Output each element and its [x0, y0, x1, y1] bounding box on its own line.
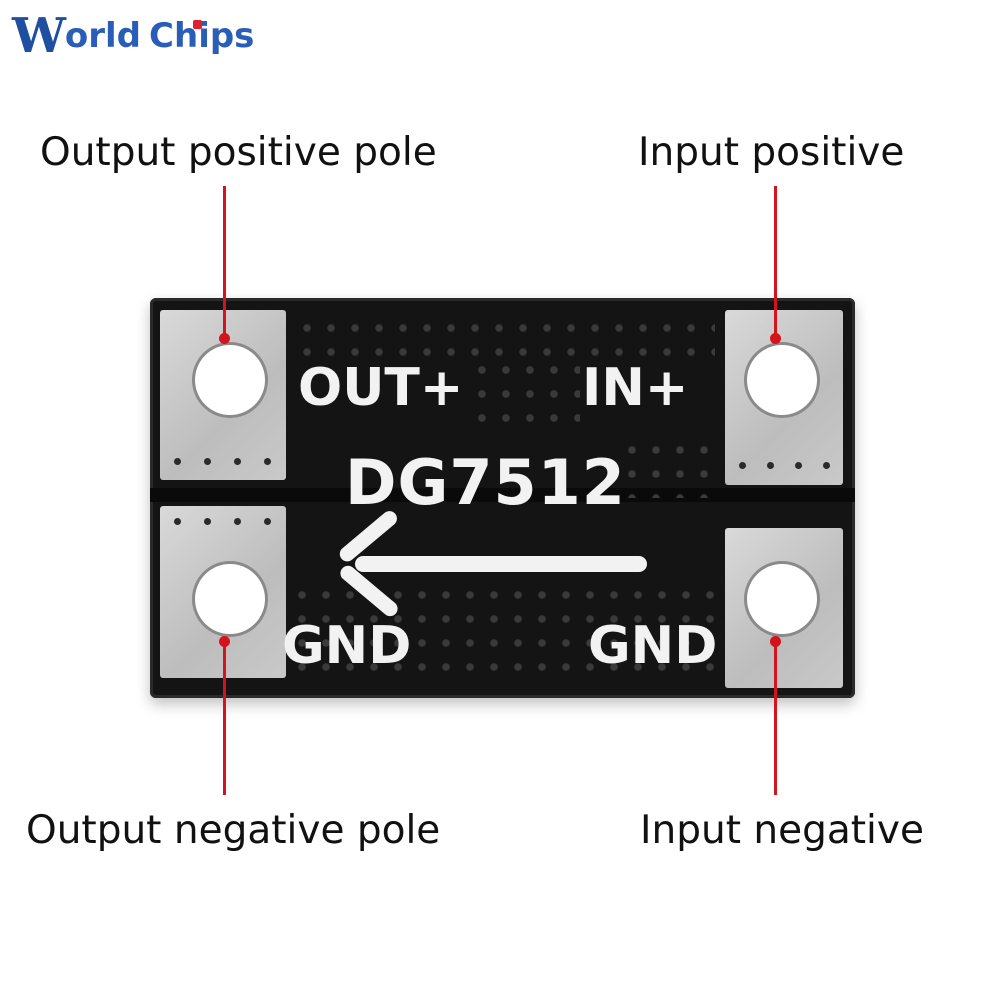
silk-model-number: DG7512	[345, 446, 626, 519]
logo-text-world: orld	[64, 16, 142, 56]
pad-via	[264, 458, 271, 465]
pad-via	[767, 462, 774, 469]
logo-dot-icon	[193, 20, 203, 29]
via-field-middle	[470, 358, 580, 438]
leader-line-input-negative	[774, 640, 777, 795]
pad-via	[204, 458, 211, 465]
label-input-positive: Input positive	[638, 130, 905, 175]
mount-hole-input-negative	[747, 564, 817, 634]
leader-line-input-positive	[774, 186, 777, 336]
logo-letter-w: W	[12, 8, 66, 64]
label-output-positive: Output positive pole	[40, 130, 437, 175]
pad-via	[234, 518, 241, 525]
pad-input-negative	[725, 528, 843, 688]
silk-out-plus: OUT+	[298, 358, 464, 418]
pad-via	[234, 458, 241, 465]
leader-dot-input-positive	[770, 333, 781, 344]
flow-arrow-shaft	[355, 556, 647, 572]
brand-logo: W orld Chips	[12, 8, 254, 64]
leader-line-output-negative	[223, 640, 226, 795]
pcb-board: OUT+ IN+ DG7512 GND GND	[150, 298, 855, 698]
logo-text-chips: Chips	[149, 16, 254, 56]
pad-via	[823, 462, 830, 469]
leader-dot-output-positive	[219, 333, 230, 344]
mount-hole-output-positive	[195, 345, 265, 415]
pad-input-positive	[725, 310, 843, 485]
leader-dot-input-negative	[770, 636, 781, 647]
silk-gnd-right: GND	[588, 616, 718, 676]
label-output-negative: Output negative pole	[26, 808, 441, 853]
leader-dot-output-negative	[219, 636, 230, 647]
via-field-top	[295, 316, 715, 356]
silk-in-plus: IN+	[582, 358, 689, 418]
via-field-right	[620, 438, 720, 498]
mount-hole-input-positive	[747, 345, 817, 415]
mount-hole-output-negative	[195, 564, 265, 634]
pad-via	[174, 518, 181, 525]
leader-line-output-positive	[223, 186, 226, 336]
via-field-bottom	[290, 583, 720, 673]
pad-via	[739, 462, 746, 469]
silk-gnd-left: GND	[282, 616, 412, 676]
pad-via	[174, 458, 181, 465]
pad-via	[264, 518, 271, 525]
label-input-negative: Input negative	[640, 808, 924, 853]
pad-via	[795, 462, 802, 469]
pad-via	[204, 518, 211, 525]
